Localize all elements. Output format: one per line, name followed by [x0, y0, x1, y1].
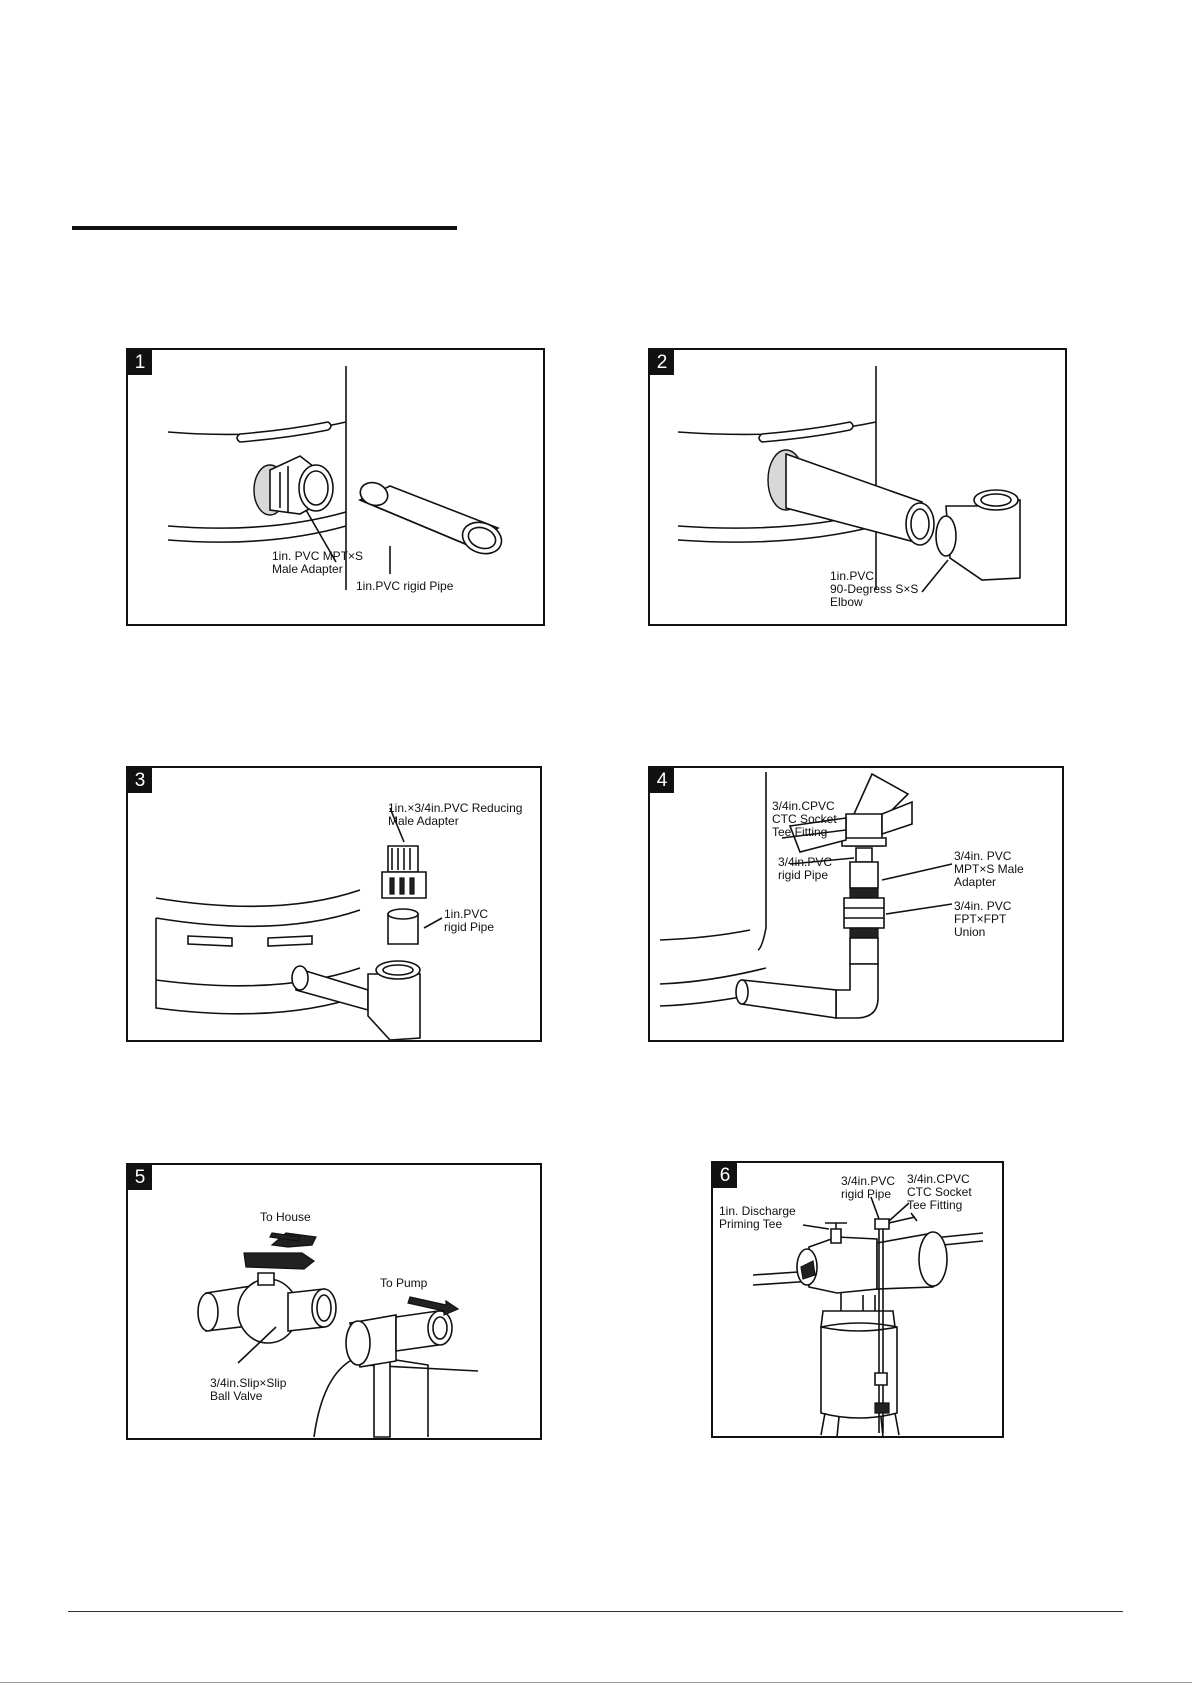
step-number: 6 — [713, 1163, 737, 1188]
step-1-illustration — [167, 366, 503, 590]
step-number: 3 — [128, 768, 152, 793]
step-4-illustration — [659, 772, 953, 1019]
step-3-illustration — [155, 807, 443, 1040]
step-number: 1 — [128, 350, 152, 375]
step-5-illustration — [197, 1232, 479, 1438]
step-number: 5 — [128, 1165, 152, 1190]
step-number: 4 — [650, 768, 674, 793]
label-to-house: To House — [260, 1210, 311, 1224]
callout-rigid-pipe: 1in.PVC rigid Pipe — [356, 579, 454, 593]
step-number: 2 — [650, 350, 674, 375]
step-2-illustration — [677, 366, 1021, 593]
page-edge-rule — [0, 1682, 1192, 1683]
step-6-illustration — [752, 1196, 984, 1436]
label-to-pump: To Pump — [380, 1276, 428, 1290]
section-title-underline — [72, 226, 457, 230]
footer-rule — [68, 1611, 1123, 1612]
